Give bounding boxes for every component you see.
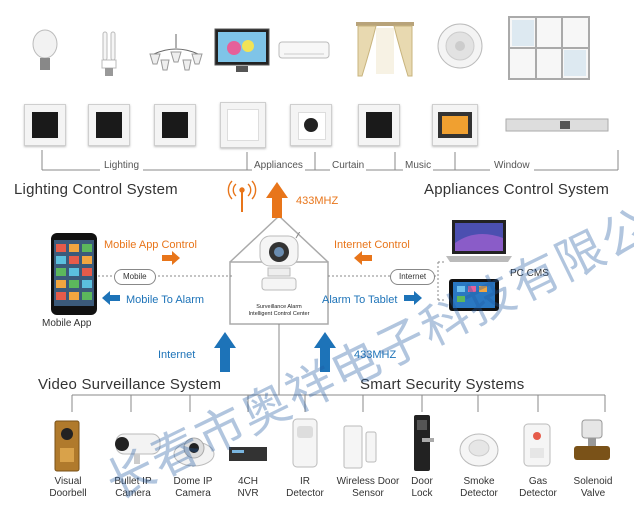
internet-pill: Internet: [390, 269, 436, 285]
solenoid-valve-icon: [574, 419, 610, 460]
group-label-music: Music: [403, 160, 434, 171]
mobile-app-label: Mobile App: [42, 318, 92, 329]
mobile-to-alarm-label: Mobile To Alarm: [126, 294, 205, 306]
bullet-camera-icon: [115, 433, 161, 464]
dome-camera-icon: [173, 437, 215, 467]
gas-detector-icon: [523, 423, 551, 467]
smartphone-icon: [51, 233, 97, 315]
group-label-curtain: Curtain: [330, 160, 367, 171]
section-title-security: Smart Security Systems: [360, 376, 525, 393]
section-title-appliances: Appliances Control System: [424, 181, 610, 198]
wifi-icon: [227, 180, 257, 212]
section-title-lighting: Lighting Control System: [14, 181, 178, 198]
light-switch-3: [154, 104, 196, 146]
alarm-to-tablet-label: Alarm To Tablet: [322, 294, 398, 306]
curtain-knob-switch: [290, 104, 332, 146]
curtain-switch: [358, 104, 400, 146]
hub-label-line1: Surveillance Alarm: [256, 304, 302, 310]
frequency-label-bottom: 433MHZ: [354, 349, 397, 361]
door-sensor-icon: [343, 425, 377, 469]
bulb-icon: [32, 29, 58, 70]
tv-icon: [214, 28, 270, 72]
section-title-video: Video Surveillance System: [38, 376, 222, 393]
door-lock-icon: [414, 415, 434, 471]
tablet-icon: [449, 279, 499, 311]
curtain-icon: [356, 22, 414, 77]
hub-label-line2: Intelligent Control Center: [248, 311, 310, 317]
light-switch-1: [24, 104, 66, 146]
chandelier-icon: [149, 34, 203, 71]
smoke-detector-icon: [459, 433, 499, 467]
group-label-lighting: Lighting: [100, 161, 144, 171]
internet-label: Internet: [158, 349, 196, 361]
window-icon: [508, 16, 590, 80]
pc-cms-label: PC CMS: [510, 268, 549, 279]
power-socket: [220, 102, 266, 148]
ip-camera-icon: [259, 232, 301, 291]
ceiling-speaker-icon: [437, 23, 483, 69]
air-conditioner-icon: [278, 41, 330, 59]
visual-doorbell-icon: [54, 420, 80, 472]
mobile-app-control-label: Mobile App Control: [104, 239, 197, 251]
window-actuator-icon: [505, 118, 609, 132]
light-switch-2: [88, 104, 130, 146]
group-label-appliances: Appliances: [252, 160, 305, 171]
group-label-window: Window: [490, 161, 534, 171]
internet-control-label: Internet Control: [334, 239, 410, 251]
nvr-icon: [229, 447, 267, 461]
frequency-label-top: 433MHZ: [296, 195, 339, 207]
ir-detector-icon: [292, 418, 318, 468]
music-panel: [432, 104, 478, 146]
mobile-pill: Mobile: [114, 269, 156, 285]
cfl-bulb-icon: [101, 31, 117, 76]
laptop-icon: [446, 220, 512, 262]
